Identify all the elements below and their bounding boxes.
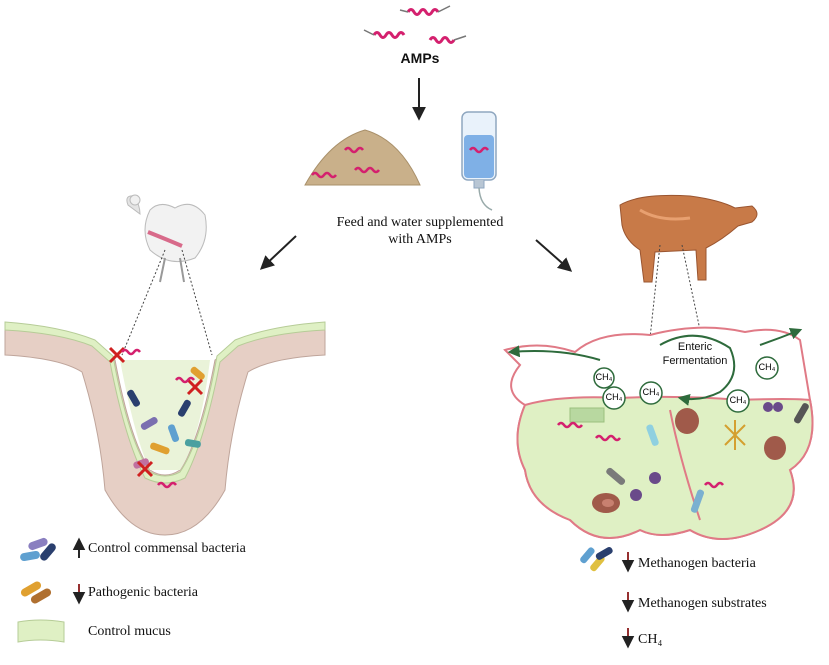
cow-icon xyxy=(619,194,758,283)
rumen-diagram xyxy=(503,326,814,540)
legend-mucus-text: Control mucus xyxy=(88,624,171,639)
arrow-to-cow xyxy=(535,239,573,272)
legend-methanogen-text: Methanogen bacteria xyxy=(638,556,756,571)
chicken-projection-lines xyxy=(121,249,213,356)
legend-methanogen-icon xyxy=(580,547,613,572)
legend-commensal-text: Control commensal bacteria xyxy=(88,541,246,556)
feed-label-line2: with AMPs xyxy=(388,232,452,247)
amp-peptides xyxy=(363,5,467,44)
legend-mucus-icon xyxy=(17,619,65,643)
amps-title: AMPs xyxy=(400,50,440,66)
legend-pathogenic-icon xyxy=(20,581,52,604)
legend-substrates-text: Methanogen substrates xyxy=(638,596,767,611)
cow-projection-lines xyxy=(649,244,701,339)
ch4-bubble-label: CH₄ xyxy=(758,362,776,372)
chicken-icon xyxy=(126,194,207,283)
ch4-bubble-label: CH₄ xyxy=(729,395,747,405)
intestinal-villus xyxy=(4,321,326,536)
ch4-bubble-label: CH₄ xyxy=(642,387,660,397)
ch4-bubble-label: CH₄ xyxy=(595,372,613,382)
feed-label-line1: Feed and water supplemented xyxy=(336,215,504,230)
legend-pathogenic-text: Pathogenic bacteria xyxy=(88,585,199,600)
enteric-fermentation-label: Enteric Fermentation xyxy=(650,340,740,368)
water-bottle-icon xyxy=(461,111,497,211)
enteric-line2: Fermentation xyxy=(662,355,728,367)
enteric-line1: Enteric xyxy=(677,341,713,353)
legend-commensal-icon xyxy=(20,537,56,562)
feed-water-label: Feed and water supplemented with AMPs xyxy=(300,214,540,248)
arrow-to-chicken xyxy=(259,235,297,270)
ch4-bubble-label: CH₄ xyxy=(605,392,623,402)
feed-pile-icon xyxy=(304,129,421,186)
legend-ch4-text: CH₄ xyxy=(638,632,663,647)
